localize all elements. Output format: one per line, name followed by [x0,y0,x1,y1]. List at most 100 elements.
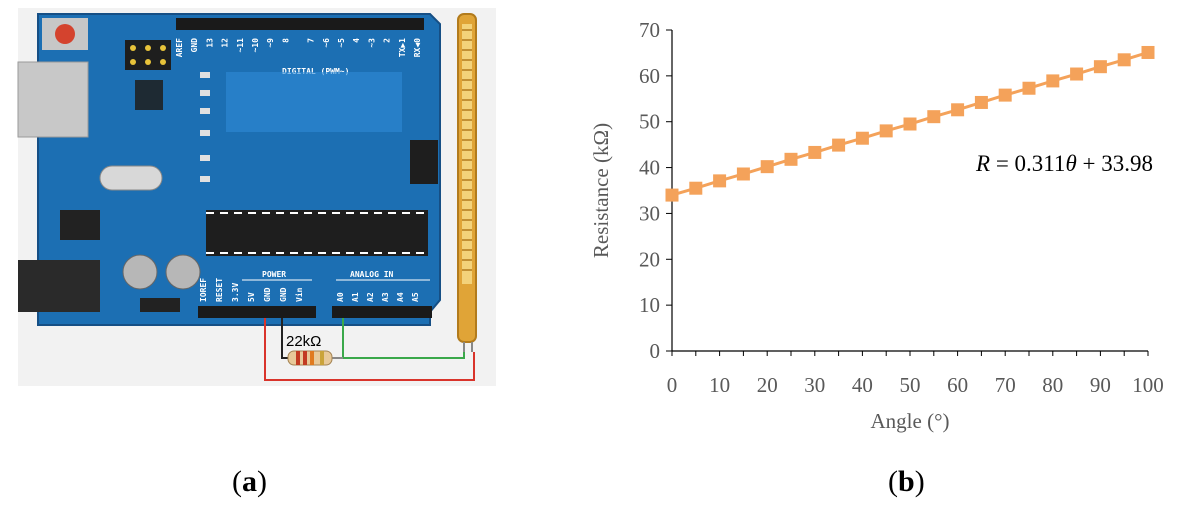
digital-pin-label: AREF [175,38,184,57]
reset-button [55,24,75,44]
y-axis-title: Resistance (kΩ) [589,123,613,258]
equation-lhs: R [975,151,990,176]
power-pin-label: Vin [294,287,304,302]
power-header-label: POWER [262,270,286,279]
digital-pin-label: 12 [221,38,230,48]
flex-sensor [457,13,477,352]
digital-pin-label: RX◀0 [413,38,422,57]
data-point [1046,74,1060,88]
digital-pin-label: GND [190,38,199,53]
digital-pin-label: 8 [281,38,290,43]
caption-b: (b) [888,465,925,498]
x-tick-label: 20 [757,373,778,397]
power-pin-label: 5V [247,292,256,302]
x-tick-label: 80 [1042,373,1063,397]
digital-pin-label: ~11 [236,38,245,53]
data-point [974,95,988,109]
regression-equation: R = 0.311θ + 33.98 [975,151,1153,176]
power-jack [18,260,100,312]
data-point [1022,81,1036,95]
data-point [1117,53,1131,67]
analog-pin-label: A0 [336,292,345,302]
y-tick-label: 70 [639,18,660,42]
power-pin-label: GND [263,287,272,302]
series-layer [665,45,1155,202]
analog-pin-label: A3 [381,292,390,302]
data-point [832,138,846,152]
resistor [287,350,333,366]
x-tick-label: 10 [709,373,730,397]
wire-a0 [342,318,465,359]
data-point [808,145,822,159]
caption-a-letter: a [242,465,257,498]
power-pin-labels: IOREF RESET 3.3V 5V GND GND Vin [199,278,304,302]
digital-header-label: DIGITAL (PWM~) [282,67,349,76]
x-axis-title: Angle (°) [871,409,950,433]
digital-pin-label: 7 [307,38,316,43]
microcontroller-chip [206,210,428,256]
voltage-regulator [60,210,100,240]
data-point [689,181,703,195]
wire-gnd [281,318,290,359]
diode [140,298,180,312]
digital-pin-label: ~9 [266,38,275,48]
crystal-oscillator [99,165,163,191]
data-point [903,117,917,131]
equation-symbol: θ [1065,151,1076,176]
data-point [879,124,893,138]
y-tick-label: 60 [639,64,660,88]
y-tick-label: 50 [639,110,660,134]
data-point [713,174,727,188]
y-tick-label: 40 [639,156,660,180]
capacitor-2 [165,254,201,290]
led-column [200,72,210,182]
x-tick-label: 90 [1090,373,1111,397]
digital-pin-label: 13 [205,38,214,48]
y-tick-label: 30 [639,201,660,225]
wire-5v [264,318,475,381]
power-pin-label: GND [279,287,288,302]
data-point [1141,45,1155,59]
x-tick-label: 0 [667,373,678,397]
usb-chip [135,80,163,110]
capacitor-1 [122,254,158,290]
icsp-header-right [410,140,438,184]
power-pin-label: RESET [215,278,224,302]
analog-pin-label: A2 [366,292,375,302]
data-point [951,103,965,117]
data-point [998,88,1012,102]
data-point [855,131,869,145]
analog-pin-label: A4 [396,292,405,302]
icsp-header [125,40,171,70]
digital-header-strip [176,18,424,30]
digital-pin-label: 2 [383,38,392,43]
power-pin-label: 3.3V [231,283,240,302]
digital-pin-label: 4 [352,38,361,43]
usb-connector [17,61,89,138]
digital-pin-label: TX▶1 [398,38,407,57]
digital-pin-label: ~6 [322,38,331,48]
digital-pin-label: ~10 [251,38,260,53]
power-header-strip [198,306,316,318]
power-pin-label: IOREF [199,278,208,302]
x-tick-label: 50 [900,373,921,397]
x-tick-label: 100 [1132,373,1164,397]
caption-a: (a) [232,465,267,498]
y-tick-label: 0 [650,339,661,363]
data-point [760,160,774,174]
analog-header-label: ANALOG IN [350,270,394,279]
caption-b-letter: b [898,465,915,498]
analog-header-strip [332,306,432,318]
data-point [736,167,750,181]
data-point [1093,60,1107,74]
analog-pin-label: A5 [411,292,420,302]
x-tick-label: 60 [947,373,968,397]
